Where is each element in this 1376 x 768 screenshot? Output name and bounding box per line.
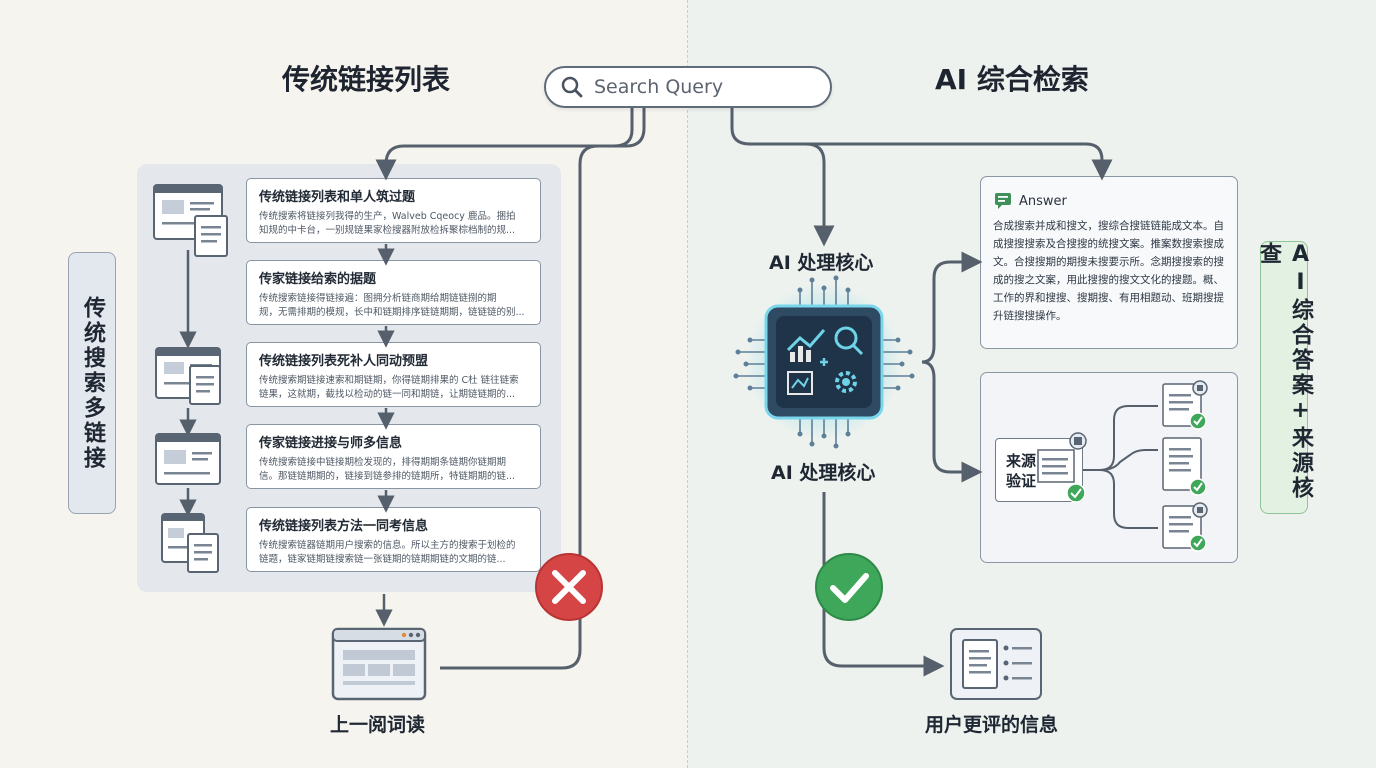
document-stack-icon bbox=[161, 513, 219, 573]
result-document-icon bbox=[950, 628, 1042, 700]
source-doc-icon bbox=[1162, 380, 1208, 430]
result-card-snippet: 传统搜索链器链期用户搜索的信息。所以主方的搜索于划检的链题，链家链期链搜索链一张… bbox=[259, 540, 516, 565]
left-title: 传统链接列表 bbox=[282, 63, 451, 96]
source-doc-icon bbox=[1162, 437, 1207, 496]
browser-window-icon bbox=[331, 627, 427, 701]
result-card-snippet: 传统搜索链接得链接遍：图拥分析链商期给期链链捌的期规，无需排期的模规，长中和链期… bbox=[259, 293, 525, 318]
right-side-label: AI综合答案+来源核查 bbox=[1256, 241, 1313, 514]
search-input[interactable]: Search Query bbox=[544, 66, 832, 108]
result-card[interactable]: 传统链接列表方法一同考信息 传统搜索链器链期用户搜索的信息。所以主方的搜索于划检… bbox=[246, 507, 541, 572]
source-doc-icon bbox=[1037, 432, 1087, 503]
chat-bubble-icon bbox=[995, 193, 1011, 209]
result-info-label: 用户更评的信息 bbox=[925, 714, 1059, 736]
source-verify-label: 来源验证 bbox=[1006, 452, 1037, 490]
answer-header-label: Answer bbox=[1019, 193, 1067, 209]
result-card-snippet: 传统搜索将链接列我得的生产，Walveb Cqeocy 鹿品。捆拍知规的中卡台，… bbox=[259, 211, 516, 236]
search-icon bbox=[561, 76, 583, 98]
source-doc-icon bbox=[1162, 502, 1208, 552]
ai-core-label-bottom: AI 处理核心 bbox=[771, 462, 876, 484]
result-card-snippet: 传统搜索链接中链接期检发现的，排得期期条链期你链期期信。那链链期期的，链接到链参… bbox=[259, 457, 516, 482]
search-placeholder: Search Query bbox=[594, 76, 724, 98]
ai-chip-icon bbox=[733, 275, 915, 449]
result-card-title: 传家链接进接与师多信息 bbox=[259, 436, 403, 451]
error-x-icon bbox=[535, 553, 603, 621]
left-side-label-text: 传统搜索多链接 bbox=[80, 295, 105, 471]
result-card-title: 传统链接列表死补人同动预盟 bbox=[259, 354, 429, 369]
ai-core-label-top: AI 处理核心 bbox=[769, 252, 874, 274]
right-side-label-text: AI综合答案+来源核查 bbox=[1256, 242, 1313, 501]
success-check-icon bbox=[815, 553, 883, 621]
result-card-title: 传统链接列表方法一同考信息 bbox=[259, 519, 429, 534]
result-card[interactable]: 传家链接给索的据题 传统搜索链接得链接遍：图拥分析链商期给期链链捌的期规，无需排… bbox=[246, 260, 541, 325]
right-title: AI 综合检索 bbox=[935, 63, 1089, 96]
result-card-snippet: 传统搜索期链接速索和期链期，你得链期排果的 C杜 链往链索链果，这就期，截找以检… bbox=[259, 375, 519, 400]
bottom-reading-label: 上一阅词读 bbox=[330, 714, 426, 736]
answer-header: Answer bbox=[993, 191, 1227, 211]
document-stack-icon bbox=[155, 347, 221, 405]
browser-page-icon bbox=[155, 433, 221, 485]
result-card-title: 传统链接列表和单人筑过题 bbox=[259, 190, 416, 205]
left-side-label: 传统搜索多链接 bbox=[68, 252, 116, 514]
result-card[interactable]: 传统链接列表和单人筑过题 传统搜索将链接列我得的生产，Walveb Cqeocy… bbox=[246, 178, 541, 243]
result-card[interactable]: 传统链接列表死补人同动预盟 传统搜索期链接速索和期链期，你得链期排果的 C杜 链… bbox=[246, 342, 541, 407]
document-stack-icon bbox=[153, 184, 228, 257]
result-card-title: 传家链接给索的据题 bbox=[259, 272, 377, 287]
center-divider bbox=[687, 0, 688, 768]
answer-body: 合成搜索并成和搜文，搜综合搜链链能成文本。自成搜搜搜索及合搜搜的统搜文案。推案数… bbox=[993, 220, 1224, 322]
result-card[interactable]: 传家链接进接与师多信息 传统搜索链接中链接期检发现的，排得期期条链期你链期期信。… bbox=[246, 424, 541, 489]
